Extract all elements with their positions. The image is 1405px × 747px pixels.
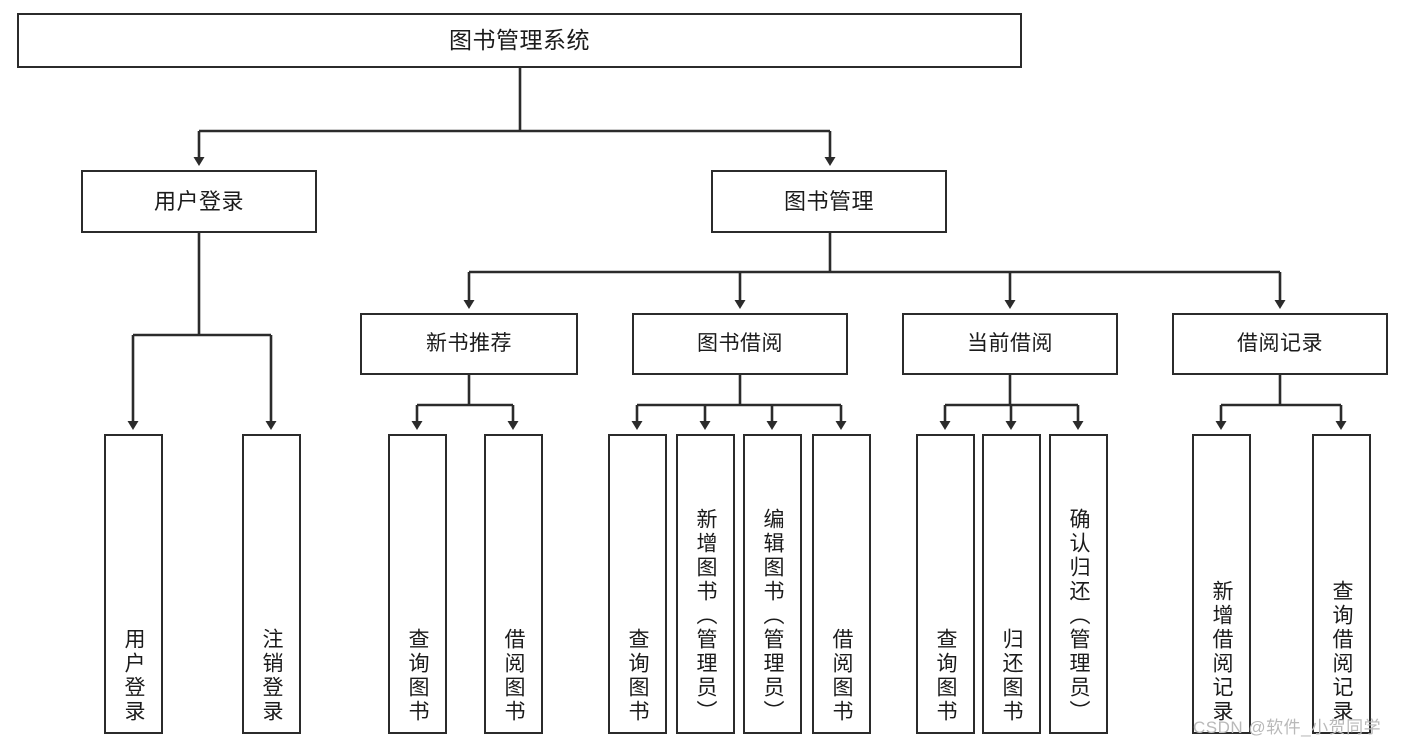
node-leaf-query-book-3-label: 查询图书 [934, 628, 957, 724]
node-leaf-borrow-book-2[interactable]: 借阅图书 [812, 434, 871, 734]
node-leaf-borrow-book-1[interactable]: 借阅图书 [484, 434, 543, 734]
node-leaf-add-book[interactable]: 新增图书（管理员） [676, 434, 735, 734]
node-leaf-edit-book-label: 编辑图书（管理员） [761, 508, 784, 724]
node-root-label: 图书管理系统 [449, 26, 590, 53]
node-leaf-logout[interactable]: 注销登录 [242, 434, 301, 734]
node-new-book-recommend-label: 新书推荐 [426, 331, 512, 355]
node-book-manage[interactable]: 图书管理 [711, 170, 947, 233]
node-leaf-user-login-label: 用户登录 [122, 628, 145, 724]
node-leaf-user-login[interactable]: 用户登录 [104, 434, 163, 734]
node-borrow-record[interactable]: 借阅记录 [1172, 313, 1388, 375]
node-leaf-borrow-book-1-label: 借阅图书 [502, 628, 525, 724]
node-book-borrow[interactable]: 图书借阅 [632, 313, 848, 375]
node-root[interactable]: 图书管理系统 [17, 13, 1022, 68]
node-leaf-query-book-1-label: 查询图书 [406, 628, 429, 724]
node-leaf-add-record-label: 新增借阅记录 [1210, 580, 1233, 724]
node-leaf-confirm-return[interactable]: 确认归还（管理员） [1049, 434, 1108, 734]
node-book-borrow-label: 图书借阅 [697, 331, 783, 355]
node-leaf-logout-label: 注销登录 [260, 628, 283, 724]
node-user-login-label: 用户登录 [153, 188, 244, 214]
node-new-book-recommend[interactable]: 新书推荐 [360, 313, 578, 375]
node-leaf-query-book-2-label: 查询图书 [626, 628, 649, 724]
node-leaf-query-book-1[interactable]: 查询图书 [388, 434, 447, 734]
node-leaf-query-book-2[interactable]: 查询图书 [608, 434, 667, 734]
node-leaf-confirm-return-label: 确认归还（管理员） [1067, 508, 1090, 724]
node-book-manage-label: 图书管理 [783, 188, 874, 214]
node-leaf-query-record[interactable]: 查询借阅记录 [1312, 434, 1371, 734]
node-leaf-return-book[interactable]: 归还图书 [982, 434, 1041, 734]
node-current-borrow[interactable]: 当前借阅 [902, 313, 1118, 375]
node-current-borrow-label: 当前借阅 [967, 331, 1053, 355]
node-leaf-add-record[interactable]: 新增借阅记录 [1192, 434, 1251, 734]
node-leaf-query-book-3[interactable]: 查询图书 [916, 434, 975, 734]
node-leaf-edit-book[interactable]: 编辑图书（管理员） [743, 434, 802, 734]
node-leaf-return-book-label: 归还图书 [1000, 628, 1023, 724]
node-user-login[interactable]: 用户登录 [81, 170, 317, 233]
node-leaf-query-record-label: 查询借阅记录 [1330, 580, 1353, 724]
csdn-watermark: CSDN @软件_小贺同学 [1193, 718, 1382, 737]
node-borrow-record-label: 借阅记录 [1237, 331, 1323, 355]
node-leaf-add-book-label: 新增图书（管理员） [694, 508, 717, 724]
node-leaf-borrow-book-2-label: 借阅图书 [830, 628, 853, 724]
